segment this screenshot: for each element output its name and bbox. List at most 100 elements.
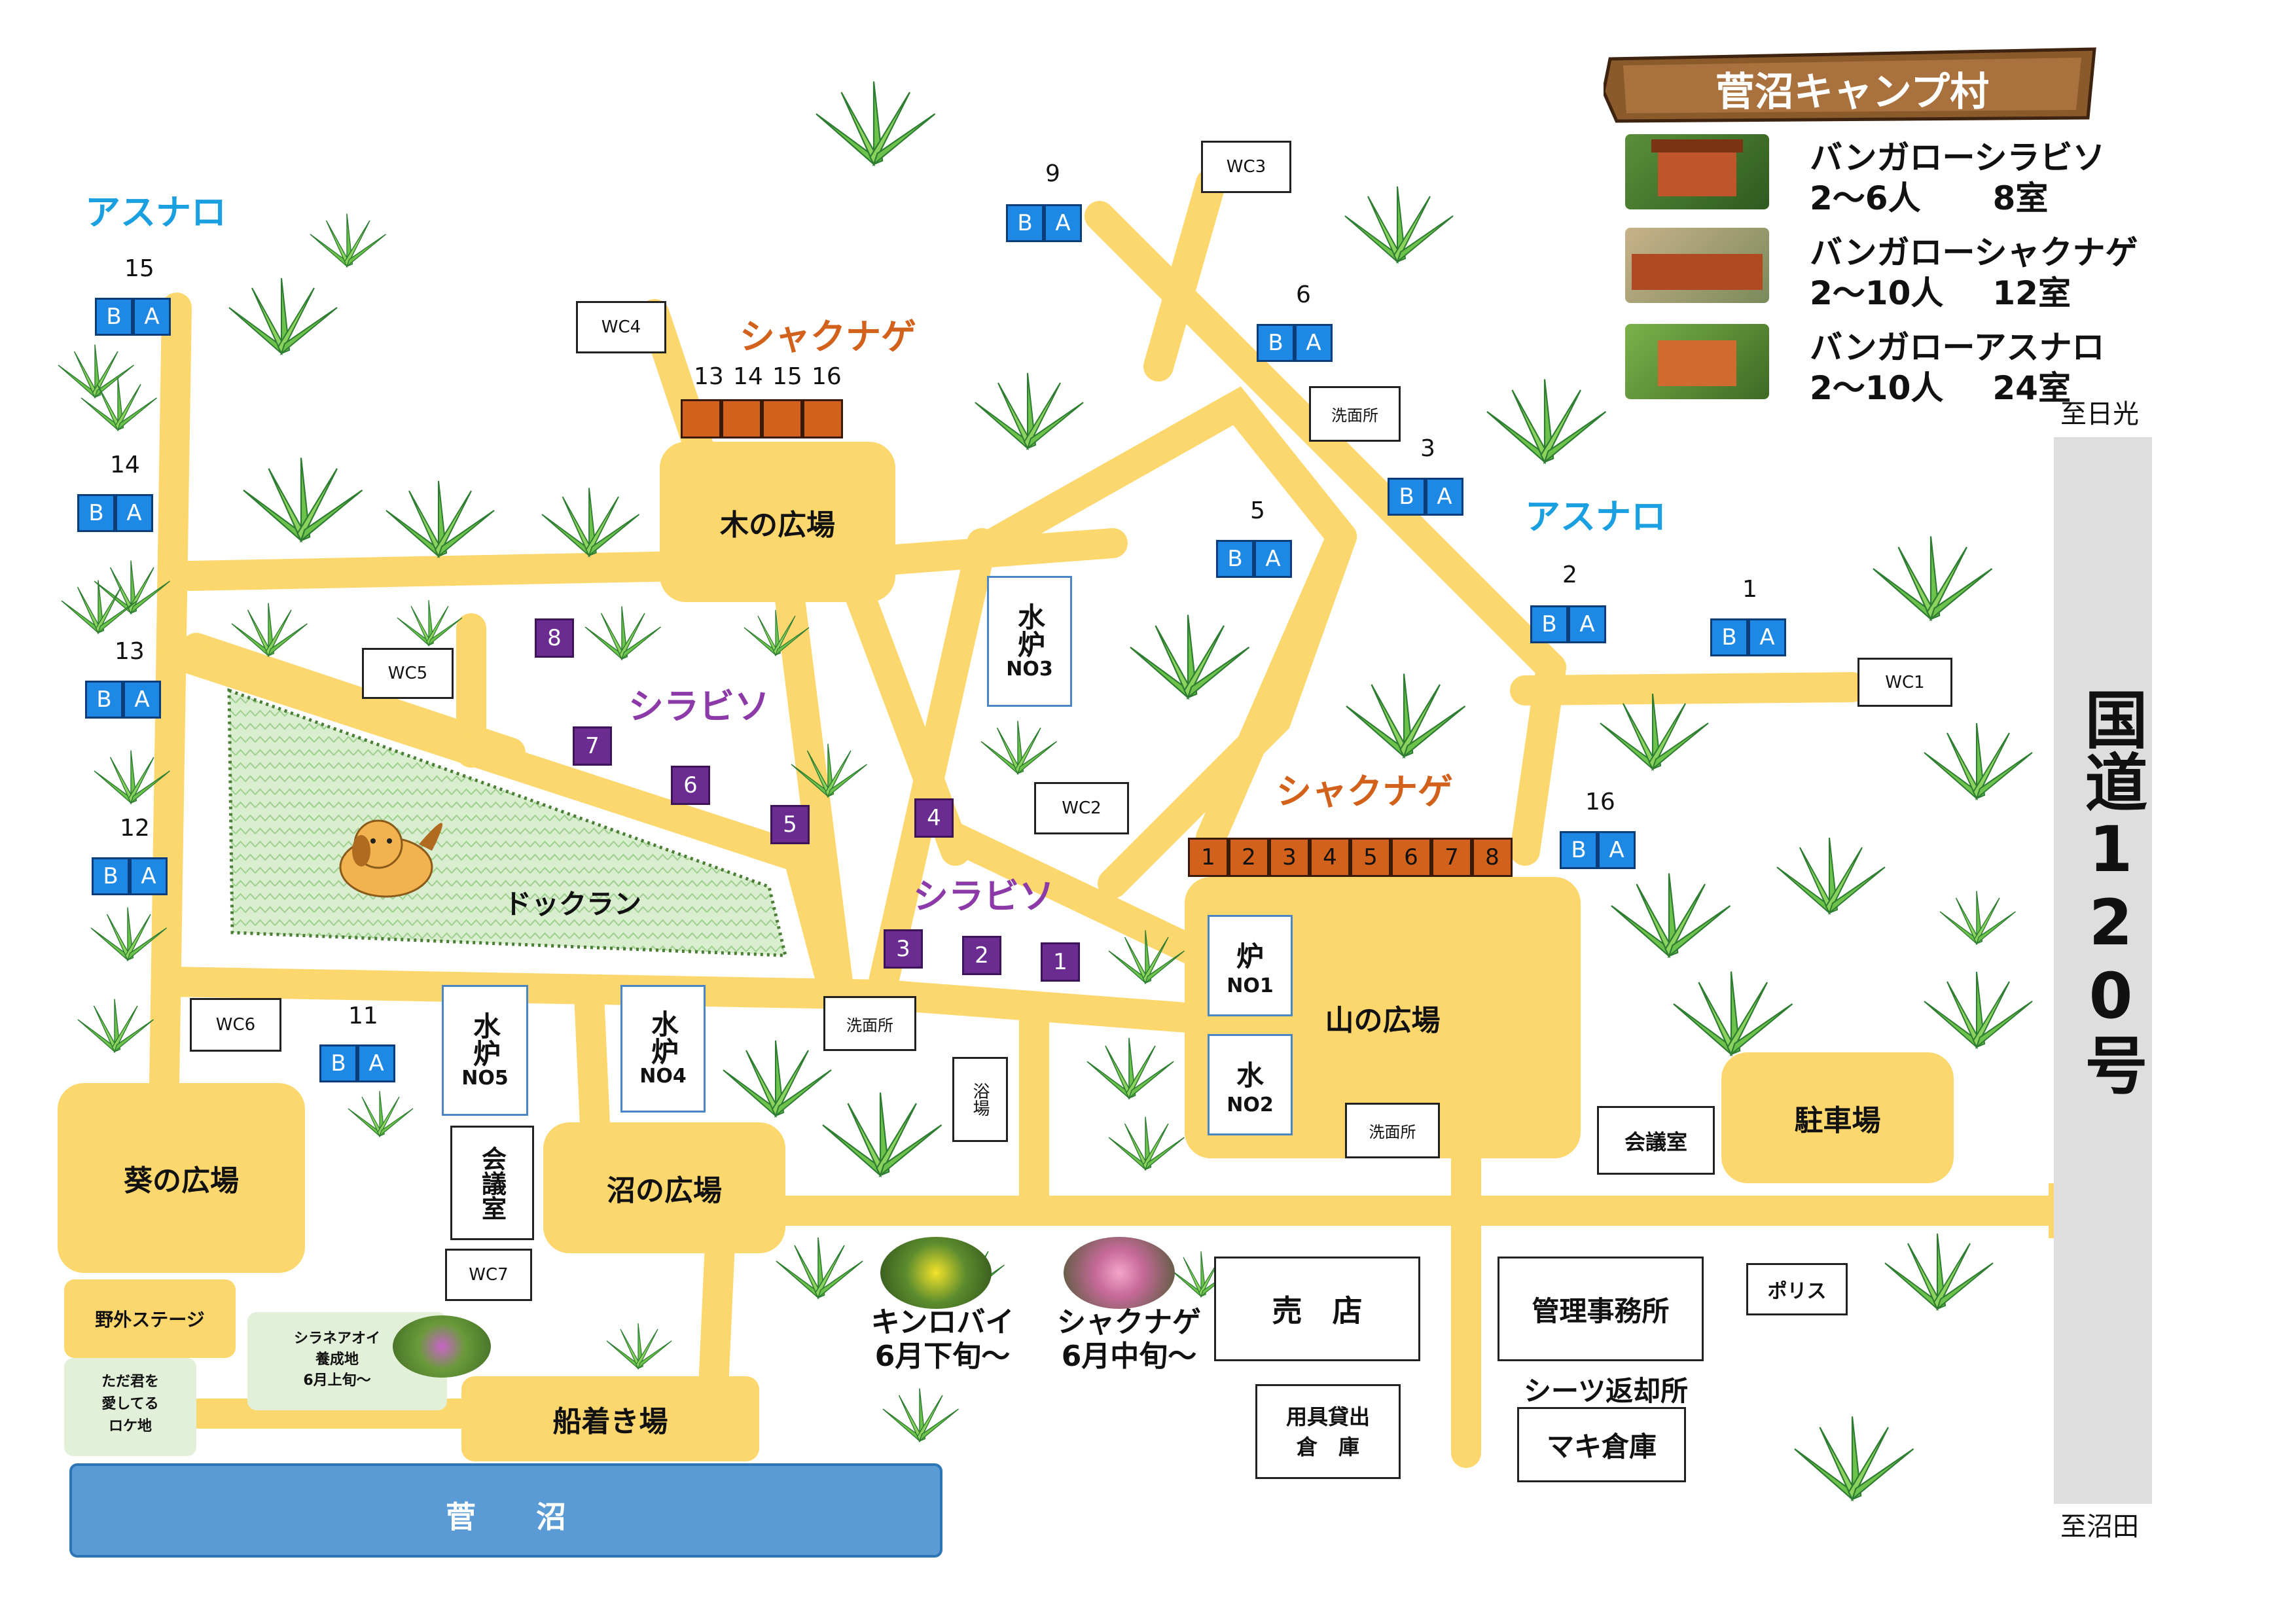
shiraneaoi-line: 養成地 [315,1351,359,1368]
door-a: A [1295,324,1333,362]
shakunage-unit[interactable] [681,399,721,438]
washroom-center[interactable]: 洗面所 [823,996,916,1051]
door-b: B [1257,324,1295,362]
legend-name: バンガローアスナロ [1810,329,2105,366]
shakunage-unit[interactable]: 2 [1229,838,1269,877]
outdoor-stage[interactable]: 野外ステージ [64,1279,236,1358]
bungalow-row-shakunage-south[interactable]: 1 2 3 4 5 6 7 8 [1188,838,1513,877]
bungalow-shirabiso-3[interactable]: 3 [884,929,923,969]
hearth-code: NO4 [639,1065,687,1088]
plaza-aoi[interactable]: 葵の広場 [58,1083,305,1273]
bungalow-shirabiso-2[interactable]: 2 [962,936,1001,975]
door-a: A [1598,831,1636,869]
door-b: B [1530,605,1568,643]
dog-run-label: ドックラン [504,888,642,920]
firewood-storage[interactable]: マキ倉庫 [1517,1407,1686,1482]
flower-name: シャクナゲ [1057,1306,1201,1339]
door-b: B [95,298,133,336]
management-office[interactable]: 管理事務所 [1498,1257,1704,1361]
shiraneaoi-line: 6月上旬～ [303,1372,371,1389]
legend-capacity: 2～10人 [1810,369,1944,407]
tadakimi-line: ロケ地 [108,1418,152,1435]
shakunage-unit[interactable]: 8 [1472,838,1513,877]
plaza-numa[interactable]: 沼の広場 [543,1122,785,1253]
hearth-no3[interactable]: 水炉 NO3 [987,576,1072,707]
bungalow-number: 14 [110,452,140,478]
wc4[interactable]: WC4 [576,301,666,353]
hearth-no2[interactable]: 水 NO2 [1208,1034,1293,1135]
bungalow-number: 1 [1742,576,1757,603]
door-b: B [1006,204,1044,242]
bath[interactable]: 浴場 [952,1057,1008,1142]
meeting-room-west[interactable]: 会議室 [450,1126,534,1240]
washroom-north[interactable]: 洗面所 [1309,386,1401,442]
shakunage-unit[interactable]: 4 [1310,838,1350,877]
shiraneaoi-text: シラネアオイ 養成地 6月上旬～ [262,1329,412,1391]
bungalow-number: 15 [772,363,802,390]
bungalow-shirabiso-4[interactable]: 4 [914,798,954,838]
door-a: A [1426,478,1463,516]
shop[interactable]: 売 店 [1214,1257,1420,1361]
shakunage-unit[interactable] [721,399,762,438]
direction-numata: 至沼田 [2060,1512,2139,1542]
door-a: A [357,1044,395,1082]
tadakimi-line: 愛してる [101,1396,159,1412]
shakunage-unit[interactable] [762,399,802,438]
camp-title: 菅沼キャンプ村 [1715,69,1990,115]
bungalow-shirabiso-8[interactable]: 8 [535,618,574,658]
shakunage-unit[interactable]: 6 [1391,838,1431,877]
parking-lot[interactable]: 駐車場 [1721,1052,1954,1183]
shakunage-unit[interactable]: 1 [1188,838,1229,877]
hearth-no4[interactable]: 水炉 NO4 [620,985,706,1113]
wc3[interactable]: WC3 [1201,141,1291,193]
lake-shape [69,1463,942,1558]
hearth-no1[interactable]: 炉 NO1 [1208,915,1293,1016]
wc5[interactable]: WC5 [362,648,454,699]
washroom-yama[interactable]: 洗面所 [1345,1103,1440,1158]
shakunage-unit[interactable]: 3 [1269,838,1310,877]
bungalow-number: 9 [1045,160,1060,187]
meeting-room-east[interactable]: 会議室 [1597,1106,1715,1175]
plaza-funatsuki[interactable]: 船着き場 [461,1376,759,1461]
hearth-label: 水炉 [1013,602,1046,658]
flower-name: キンロバイ [870,1306,1014,1339]
legend-name: バンガローシラビソ [1810,139,2106,177]
shakunage-unit[interactable]: 7 [1431,838,1472,877]
bungalow-number: 5 [1250,497,1265,524]
legend-rooms: 24室 [1992,369,2071,407]
shakunage-unit[interactable] [802,399,843,438]
plaza-ki[interactable]: 木の広場 [660,442,895,602]
shakunage-unit[interactable]: 5 [1350,838,1391,877]
police-box[interactable]: ポリス [1746,1263,1848,1315]
dog-illustration [339,819,442,898]
bungalow-shirabiso-5[interactable]: 5 [770,805,810,844]
rental-warehouse[interactable]: 用具貸出 倉 庫 [1255,1384,1401,1479]
area-label-shakunage-south: シャクナゲ [1276,771,1453,812]
bungalow-shirabiso-1[interactable]: 1 [1041,942,1080,982]
door-a: A [115,494,153,532]
wc1[interactable]: WC1 [1857,658,1952,707]
legend-photo-shirabiso [1625,134,1769,209]
area-label-asunaro-west: アスナロ [85,192,226,233]
bungalow-shirabiso-6[interactable]: 6 [671,766,710,805]
wc7[interactable]: WC7 [445,1249,532,1301]
bungalow-row-shakunage-north[interactable] [681,399,843,438]
hearth-no5[interactable]: 水炉 NO5 [442,985,528,1116]
bungalow-shirabiso-7[interactable]: 7 [573,726,612,766]
area-label-shakunage-north: シャクナゲ [740,316,916,357]
wc6[interactable]: WC6 [190,998,281,1052]
rental-label: 用具貸出 [1285,1404,1370,1429]
wc2[interactable]: WC2 [1034,782,1129,834]
